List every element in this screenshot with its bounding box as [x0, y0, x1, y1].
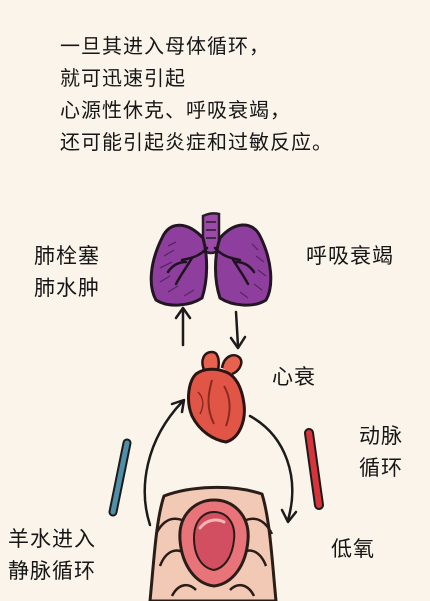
heart-icon: [187, 350, 246, 444]
artery-icon: [304, 428, 324, 510]
label-line: 动脉: [359, 424, 403, 448]
label-hypoxia: 低氧: [331, 533, 375, 565]
headline: 一旦其进入母体循环， 就可迅速引起 心源性休克、呼吸衰竭， 还可能引起炎症和过敏…: [60, 30, 420, 158]
headline-line: 就可迅速引起: [60, 66, 186, 90]
label-line: 心衰: [272, 365, 316, 389]
vein-icon: [108, 438, 132, 517]
label-pulmonary-embolism: 肺栓塞 肺水肿: [34, 240, 100, 304]
headline-line: 还可能引起炎症和过敏反应。: [60, 130, 333, 154]
arrow-icon: [174, 306, 247, 350]
label-line: 循环: [359, 456, 403, 480]
label-arterial-circulation: 动脉 循环: [359, 420, 403, 484]
label-line: 肺水肿: [34, 276, 100, 300]
label-line: 肺栓塞: [34, 244, 100, 268]
headline-line: 一旦其进入母体循环，: [60, 34, 270, 58]
headline-line: 心源性休克、呼吸衰竭，: [60, 98, 291, 122]
label-amniotic-fluid-entry: 羊水进入 静脉循环: [8, 523, 96, 587]
arrow-icon: [143, 398, 298, 527]
lungs-icon: [149, 212, 273, 307]
label-heart-failure: 心衰: [272, 361, 316, 393]
label-line: 呼吸衰竭: [306, 244, 394, 268]
label-line: 羊水进入: [8, 527, 96, 551]
uterus-icon: [148, 485, 278, 601]
label-line: 静脉循环: [8, 559, 96, 583]
label-respiratory-failure: 呼吸衰竭: [306, 240, 394, 272]
label-line: 低氧: [331, 537, 375, 561]
